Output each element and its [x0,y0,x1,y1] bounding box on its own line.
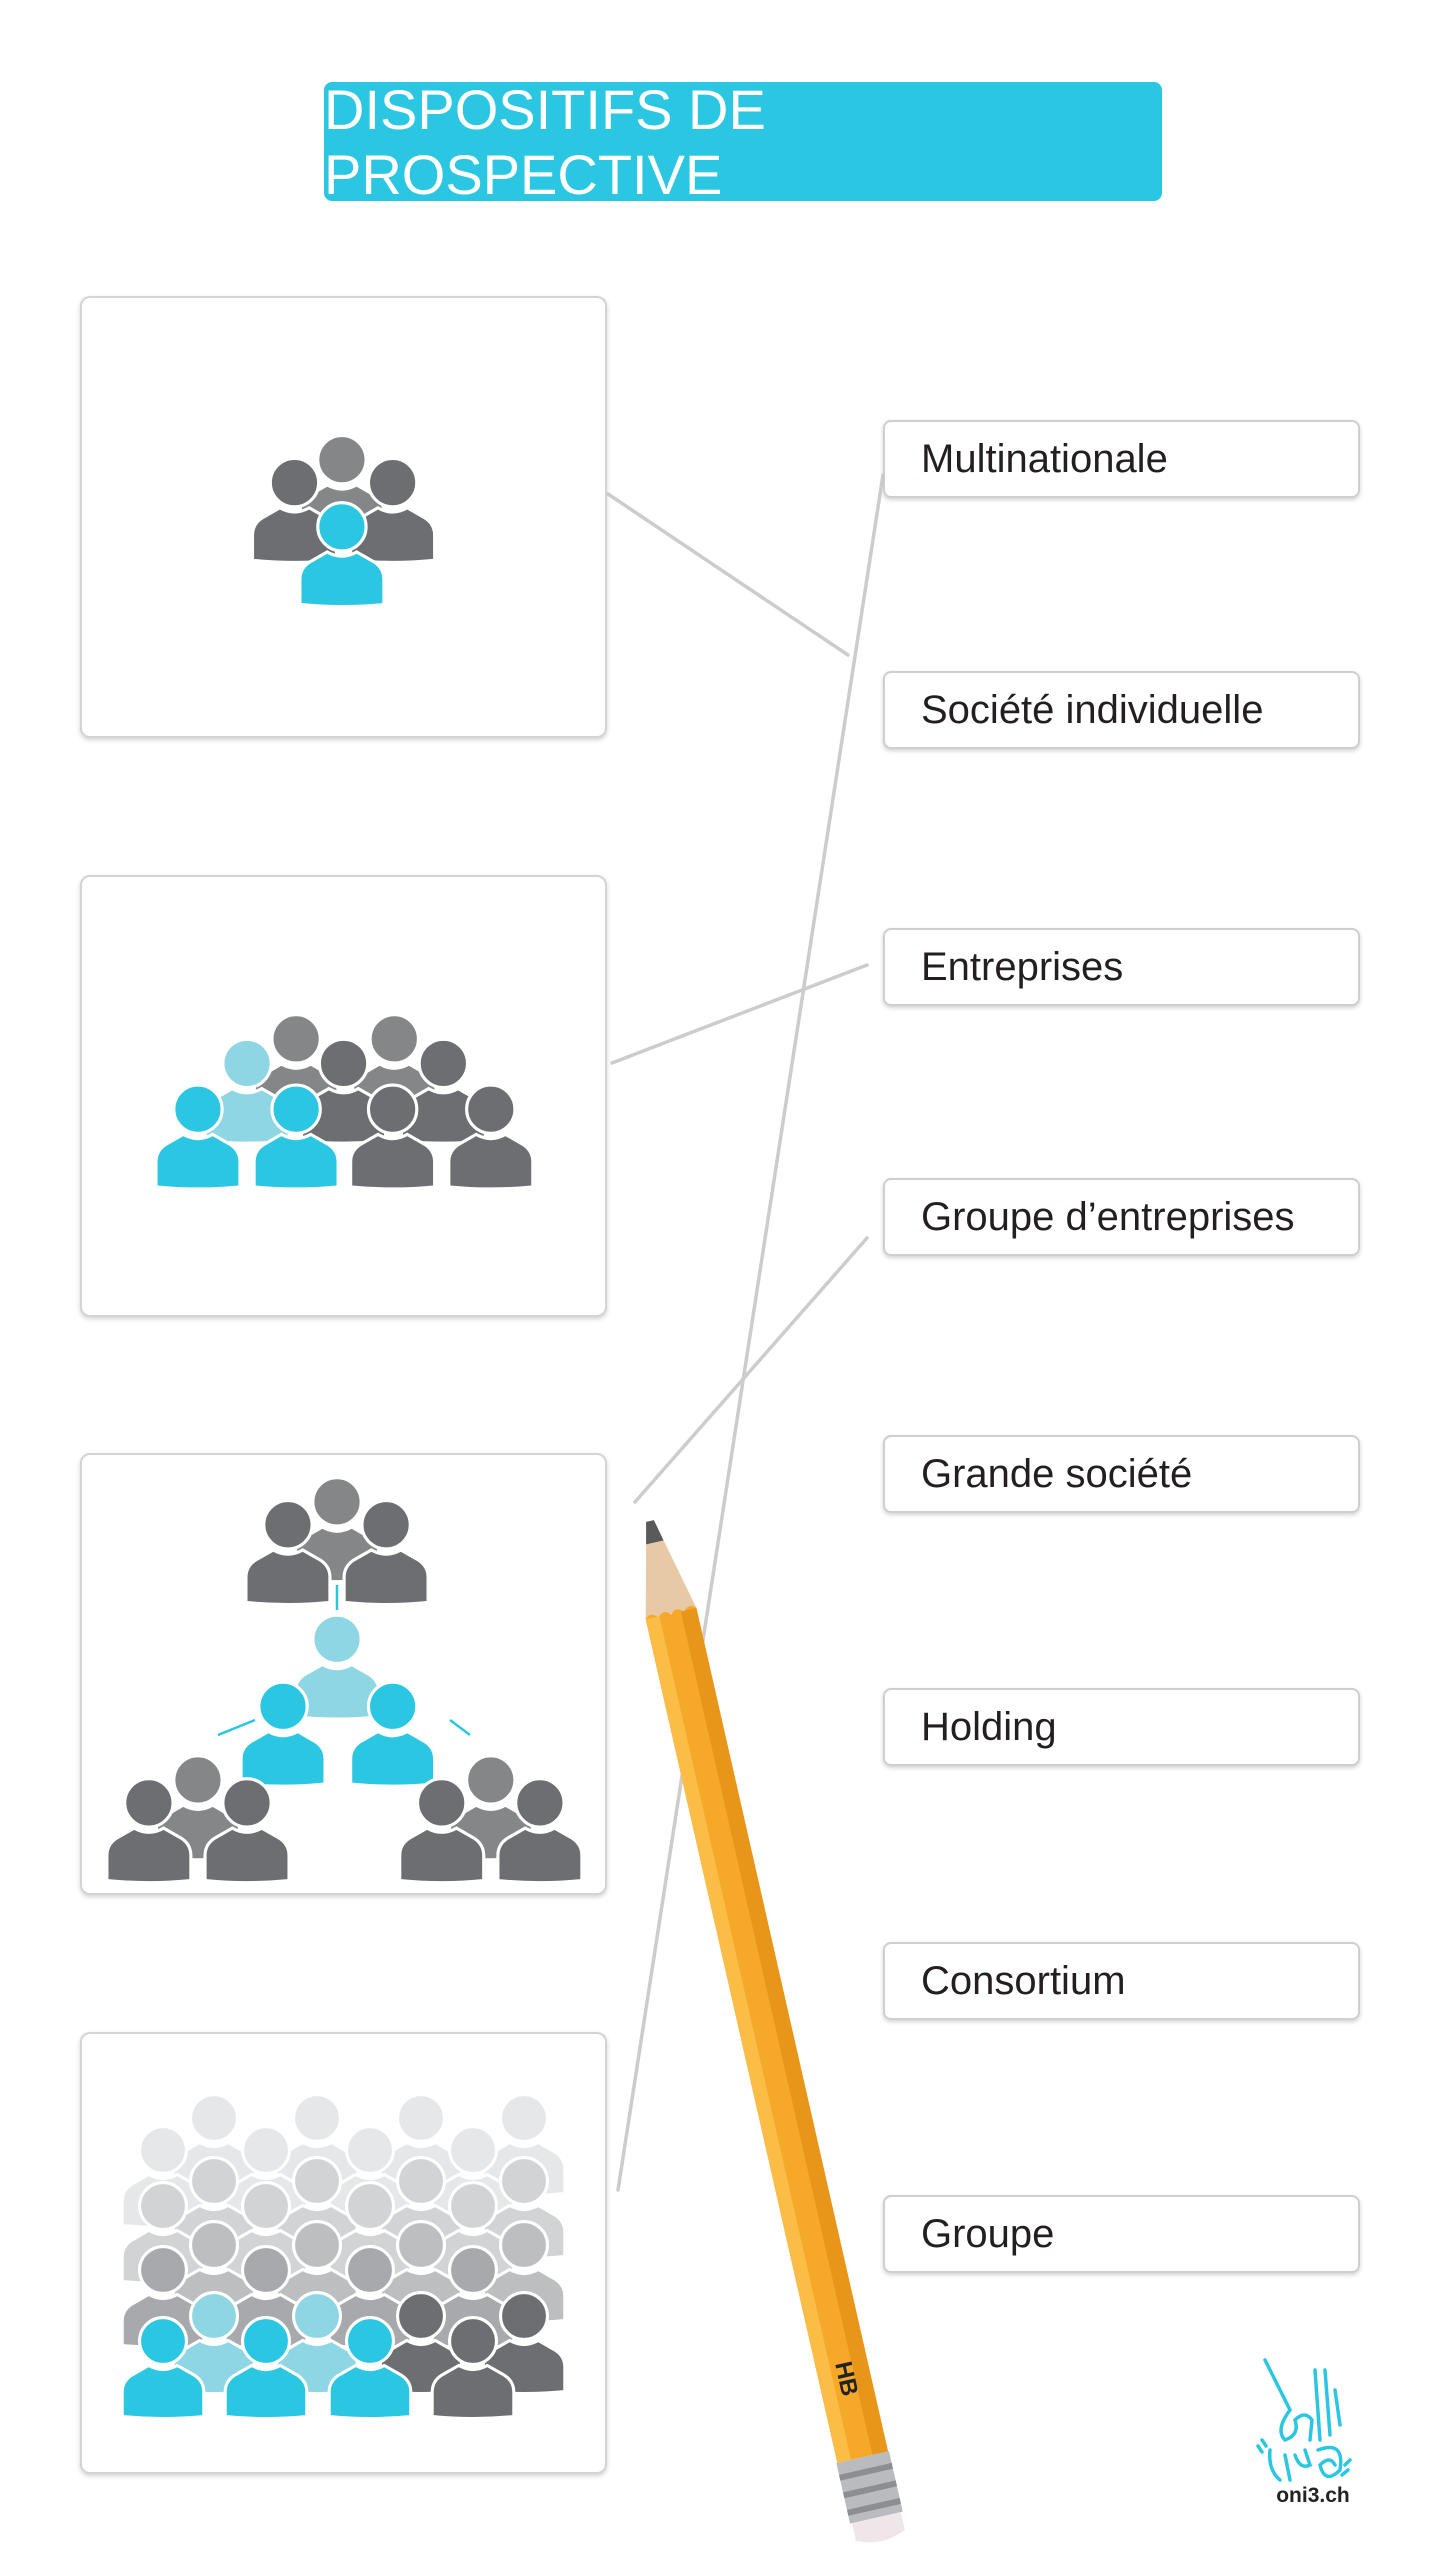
pencil-lead [646,1520,664,1545]
pencil-line-3 [610,963,869,1065]
page-title: DISPOSITIFS DE PROSPECTIVE [324,78,1162,206]
pencil-wood [645,1540,697,1620]
card-small-team[interactable] [80,296,607,738]
option-holding[interactable]: Holding [883,1688,1360,1766]
pencil-line-2 [606,492,850,657]
signature-website: oni3.ch [1276,2484,1350,2507]
people-icons [105,433,584,2421]
option-societe-individuelle[interactable]: Société individuelle [883,671,1360,749]
pencil-line-1 [616,473,885,2192]
signature-logo [1256,2358,1352,2482]
pencil-line-4 [633,1236,869,1504]
option-multinationale[interactable]: Multinationale [883,420,1360,498]
connector-lines [606,473,885,2192]
pencil[interactable]: HB [624,1515,908,2547]
hierarchy-connectors [217,1585,471,1737]
option-consortium[interactable]: Consortium [883,1942,1360,2020]
option-groupe[interactable]: Groupe [883,2195,1360,2273]
option-grande-societe[interactable]: Grande société [883,1435,1360,1513]
option-groupe-entreprises[interactable]: Groupe d’entreprises [883,1178,1360,1256]
option-entreprises[interactable]: Entreprises [883,928,1360,1006]
pencil-eraser [852,2512,905,2543]
